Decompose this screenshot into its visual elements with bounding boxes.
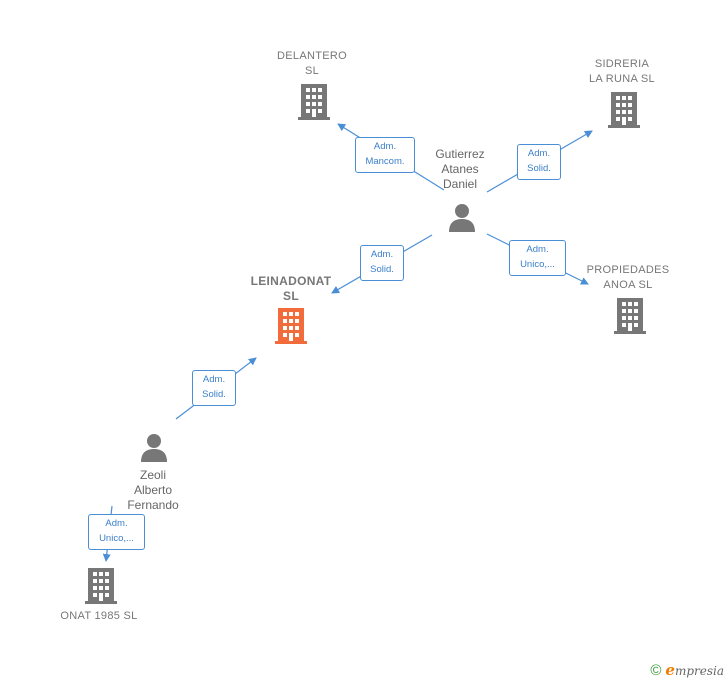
relation-label-solid-sidreria: Adm. Solid. — [517, 144, 561, 180]
person-label-gutierrez: Gutierrez Atanes Daniel — [435, 147, 485, 191]
building-icon-sidreria — [608, 92, 640, 128]
footer-brand: © empresia — [650, 661, 724, 679]
relation-label-mancom: Adm. Mancom. — [355, 137, 415, 173]
person-icon-zeoli — [141, 434, 167, 462]
relation-label-solid-zeoli: Adm. Solid. — [192, 370, 236, 406]
brand-logo: empresia — [665, 661, 724, 679]
company-label-delantero: DELANTERO SL — [277, 50, 347, 77]
person-label-zeoli: Zeoli Alberto Fernando — [127, 468, 179, 512]
company-label-leinadonat: LEINADONAT SL — [250, 274, 332, 303]
company-label-onat: ONAT 1985 SL — [60, 610, 138, 622]
relation-label-unico-propiedades: Adm. Unico,... — [509, 240, 566, 276]
building-icon-onat — [85, 568, 117, 604]
person-icon-gutierrez — [449, 204, 475, 232]
building-icon-leinadonat — [275, 308, 307, 344]
relation-label-solid-leinadonat: Adm. Solid. — [360, 245, 404, 281]
building-icon-propiedades — [614, 298, 646, 334]
company-label-sidreria: SIDRERIA LA RUNA SL — [589, 58, 655, 85]
building-icon-delantero — [298, 84, 330, 120]
copyright-icon: © — [650, 661, 662, 679]
relation-label-unico-onat: Adm. Unico,... — [88, 514, 145, 550]
company-label-propiedades: PROPIEDADES ANOA SL — [586, 264, 670, 291]
